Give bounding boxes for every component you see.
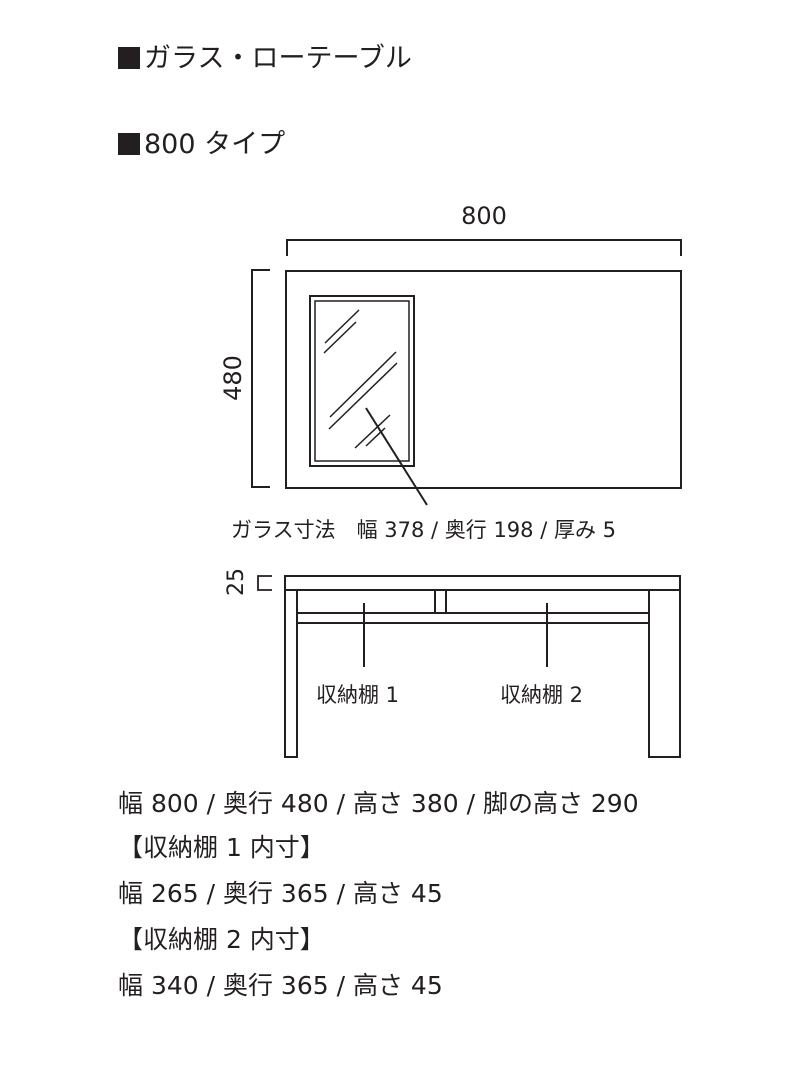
glass-dimensions-caption: ガラス寸法 幅 378 / 奥行 198 / 厚み 5: [231, 518, 616, 542]
top-board: [284, 575, 681, 591]
square-bullet-icon: [118, 133, 140, 155]
shelf1-dimensions: 幅 265 / 奥行 365 / 高さ 45: [118, 879, 443, 908]
top-view: 800 480 ガラス寸法 幅 378 / 奥行 198 / 厚み 5: [219, 202, 682, 542]
shelf2-heading: 【収納棚 2 内寸】: [118, 925, 325, 954]
glass-reflection-marks: [323, 309, 398, 449]
front-view: 25 収納棚 1 収納棚 2: [224, 568, 681, 758]
depth-label: 480: [219, 355, 247, 401]
product-type: 800 タイプ: [118, 122, 285, 161]
product-title: ガラス・ローテーブル: [118, 36, 412, 75]
shelf2-dimensions: 幅 340 / 奥行 365 / 高さ 45: [118, 971, 443, 1000]
square-bullet-icon: [118, 47, 140, 69]
glass-leader-line: [365, 407, 428, 506]
shelf-divider: [434, 589, 447, 614]
shelf2-label: 収納棚 2: [500, 683, 583, 707]
glass-frame-outer: [309, 295, 415, 467]
depth-dimension-line: [251, 269, 270, 488]
width-dimension-line: [286, 239, 682, 256]
shelf-board: [296, 612, 650, 624]
top-thickness-label: 25: [224, 568, 249, 596]
overall-dimensions: 幅 800 / 奥行 480 / 高さ 380 / 脚の高さ 290: [118, 789, 639, 818]
glass-frame-inner: [314, 300, 410, 462]
left-leg: [284, 589, 298, 758]
width-label: 800: [461, 202, 507, 230]
product-title-text: ガラス・ローテーブル: [144, 43, 412, 74]
shelf1-label: 収納棚 1: [316, 683, 399, 707]
top-thickness-bracket: [257, 575, 272, 591]
right-leg: [648, 589, 681, 758]
product-type-text: 800 タイプ: [144, 129, 286, 160]
tabletop-outline: [285, 270, 682, 489]
shelf1-heading: 【収納棚 1 内寸】: [118, 833, 325, 862]
